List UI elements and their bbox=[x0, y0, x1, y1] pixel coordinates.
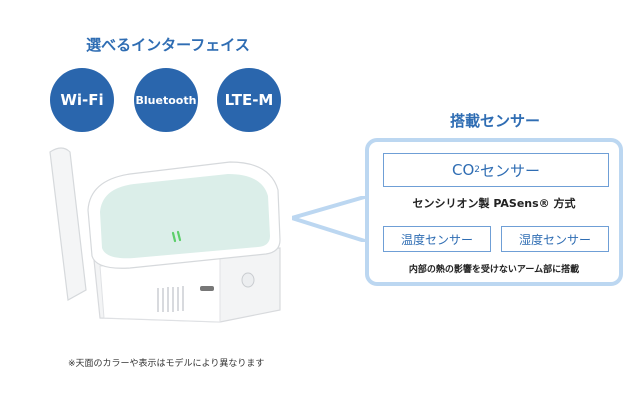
humidity-sensor-label: 湿度センサー bbox=[518, 232, 591, 247]
temperature-sensor-box: 温度センサー bbox=[383, 226, 491, 252]
status-led-icon bbox=[171, 231, 177, 243]
humidity-sensor-box: 湿度センサー bbox=[501, 226, 609, 252]
interfaces-heading: 選べるインターフェイス bbox=[86, 36, 250, 54]
antenna bbox=[49, 147, 87, 301]
top-panel bbox=[100, 174, 270, 259]
mount-note: 内部の熱の影響を受けないアーム部に搭載 bbox=[408, 265, 580, 275]
bluetooth-label: Bluetooth bbox=[135, 93, 197, 107]
temperature-sensor-label: 温度センサー bbox=[400, 232, 473, 247]
co2-suffix: センサー bbox=[480, 161, 541, 180]
lte-m-label: LTE-M bbox=[224, 91, 274, 109]
power-button-icon bbox=[241, 272, 255, 288]
sensors-heading: 搭載センサー bbox=[449, 112, 540, 130]
footnote: ※天面のカラーや表示はモデルにより異なります bbox=[68, 359, 265, 369]
sensor-maker: センシリオン製 PASens® 方式 bbox=[412, 197, 576, 210]
device-illustration bbox=[49, 147, 281, 323]
callout-pointer bbox=[292, 196, 370, 242]
bluetooth-badge: Bluetooth bbox=[134, 68, 198, 132]
wifi-label: Wi-Fi bbox=[60, 91, 104, 109]
co2-prefix: CO bbox=[451, 161, 475, 179]
co2-subscript: 2 bbox=[474, 165, 480, 175]
lte-m-badge: LTE-M bbox=[217, 68, 281, 132]
wifi-badge: Wi-Fi bbox=[50, 68, 114, 132]
vent-grille bbox=[157, 286, 184, 312]
usb-port-icon bbox=[200, 286, 214, 291]
